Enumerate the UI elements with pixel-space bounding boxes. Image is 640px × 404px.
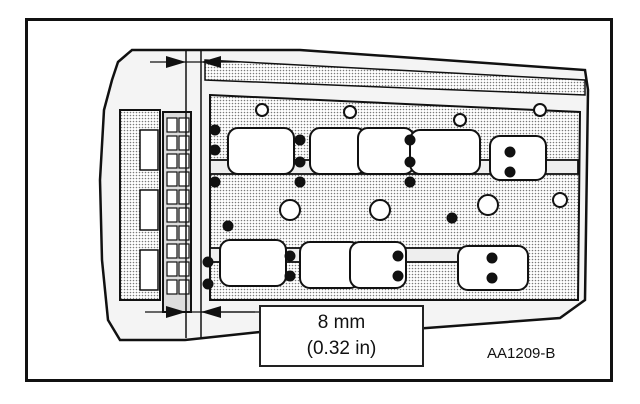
openings [255,103,568,221]
measurement-mm: 8 mm [317,312,366,333]
arrow-bottom-left [166,306,186,318]
upper-cam-lobes [227,127,547,181]
measurement-callout: 8 mm (0.32 in) [259,305,424,367]
arrow-top-left [166,56,186,68]
figure-id: AA1209-B [487,345,556,362]
measurement-in: (0.32 in) [306,338,377,359]
arrow-top-right [201,56,221,68]
head-bolts [202,124,516,290]
lower-cam-lobes [219,239,529,291]
top-deck [204,59,586,96]
timing-chain-links [166,117,190,295]
